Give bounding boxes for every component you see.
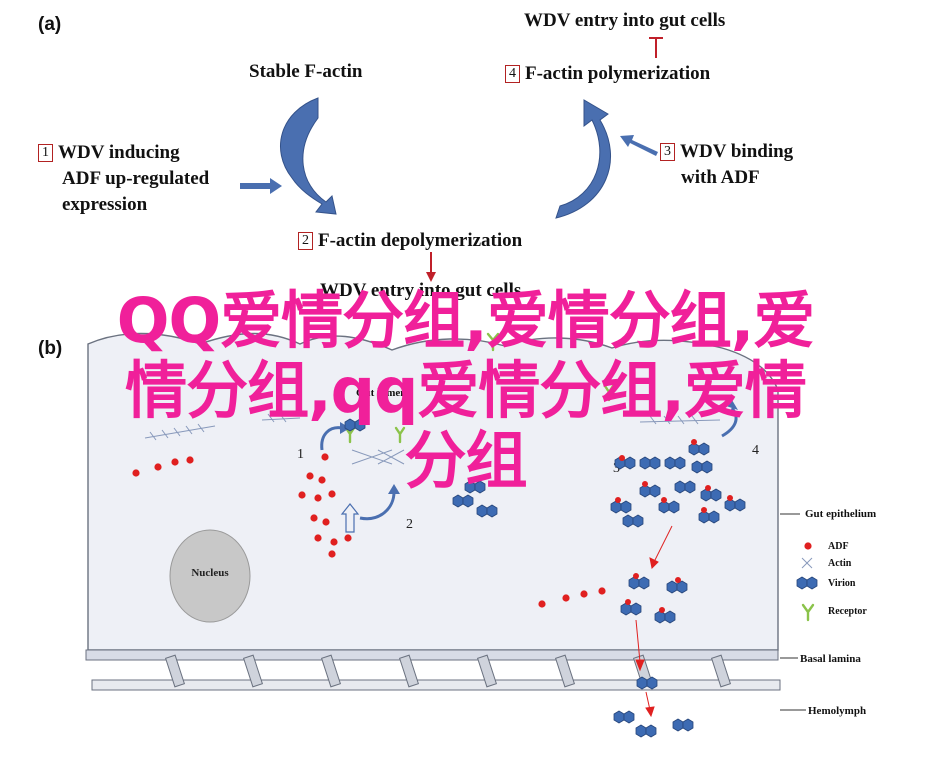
legend: ADF Actin Virion Receptor	[796, 541, 867, 622]
b-step-4: 4	[752, 443, 759, 458]
gut-lumen-label: Gut lumen	[356, 387, 406, 399]
cross-icon	[801, 557, 813, 569]
gut-epithelium-cell	[87, 332, 779, 651]
curved-arrow-step4-icon	[721, 407, 738, 438]
step-2-number: 2	[298, 232, 313, 250]
small-arrow-step3-icon	[620, 135, 658, 156]
step-4-number: 4	[505, 65, 520, 83]
nucleus	[169, 529, 251, 623]
step-1-number: 1	[38, 144, 53, 162]
hemolymph-label: Hemolymph	[808, 705, 866, 717]
legend-receptor: Receptor	[828, 606, 867, 617]
overlay-text-line-3: 分组	[404, 424, 527, 497]
legend-actin: Actin	[828, 558, 852, 569]
wdv-entry-title-top: WDV entry into gut cells	[524, 10, 726, 31]
wdv-entry-title-bottom: WDV entry into gut cells	[320, 280, 522, 301]
panel-a-arrows	[240, 37, 663, 282]
curved-arrow-left-icon	[280, 97, 337, 215]
stable-factin-label: Stable F-actin	[249, 61, 363, 82]
b-step-1: 1	[297, 447, 304, 462]
b-step-3: 3	[613, 461, 620, 476]
gut-epithelium-label: Gut epithelium	[805, 508, 876, 520]
step-3-number: 3	[660, 143, 675, 161]
hemolymph-strip	[91, 679, 781, 691]
y-receptor-icon	[801, 603, 815, 622]
small-arrow-icon	[240, 178, 282, 194]
basal-lamina-bar	[85, 649, 779, 661]
curved-arrow-step1-icon	[320, 426, 343, 451]
nucleus-label: Nucleus	[191, 567, 229, 579]
panel-b-diagram: Nucleus 1 2 3 4	[85, 332, 876, 738]
overlay-text-line-2: 情分组,qq爱情分组,爱情	[125, 354, 807, 427]
overlay-text-line-1: QQ爱情分组,爱情分组,爱	[116, 284, 816, 357]
curved-arrow-step2-icon	[359, 491, 396, 521]
b-step-2: 2	[406, 517, 413, 532]
up-arrow-icon	[340, 503, 360, 533]
receptors	[344, 332, 615, 444]
curved-arrow-right-icon	[555, 99, 612, 219]
actin-filaments	[144, 413, 721, 465]
panel-b-label: (b)	[38, 338, 63, 359]
transport-arrows	[635, 525, 673, 718]
panel-a-label: (a)	[38, 14, 62, 35]
legend-virion: Virion	[828, 578, 856, 589]
red-dot-icon	[804, 542, 812, 550]
basal-lamina-label: Basal lamina	[800, 653, 861, 665]
adf-dots	[132, 453, 606, 608]
legend-adf: ADF	[828, 541, 849, 552]
hexagon-pair-icon	[796, 576, 818, 590]
